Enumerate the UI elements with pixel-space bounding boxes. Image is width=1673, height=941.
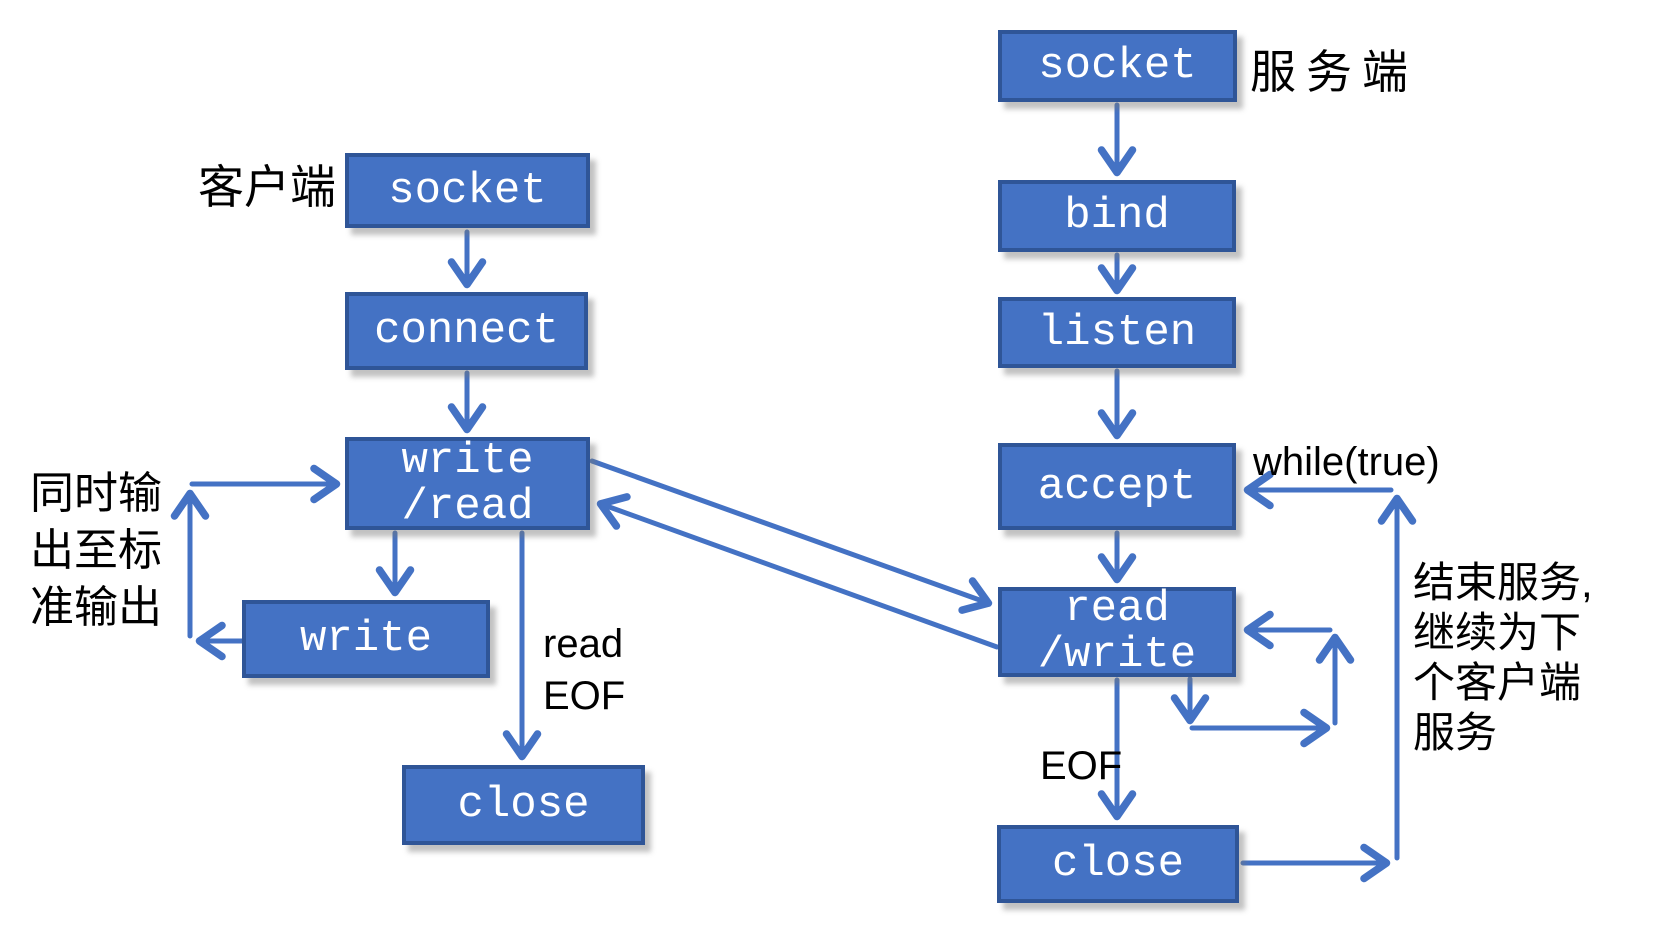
server-listen-node: listen — [998, 297, 1236, 368]
arrow-server-to-client-data — [596, 493, 1000, 650]
server-socket-node: socket — [998, 30, 1237, 102]
arrow-client-to-server-data — [589, 458, 993, 614]
client-connect-node: connect — [345, 292, 588, 370]
client-write-node: write — [242, 600, 490, 678]
server-side-label: 服务端 — [1250, 46, 1418, 98]
read-eof-note: read EOF — [543, 622, 626, 718]
eof-note: EOF — [1040, 744, 1123, 788]
client-socket-node: socket — [345, 153, 590, 228]
client-close-node: close — [402, 765, 645, 845]
server-close-node: close — [997, 825, 1239, 903]
serve-next-client-note: 结束服务, 继续为下 个客户端 服务 — [1413, 559, 1593, 756]
server-read-write-node: read /write — [998, 586, 1236, 678]
server-bind-node: bind — [998, 180, 1236, 252]
stdout-note: 同时输 出至标 准输出 — [30, 469, 162, 632]
while-true-note: while(true) — [1253, 440, 1440, 484]
client-write-read-node: write /read — [345, 437, 590, 530]
server-accept-node: accept — [998, 443, 1236, 530]
client-side-label: 客户端 — [198, 161, 336, 213]
